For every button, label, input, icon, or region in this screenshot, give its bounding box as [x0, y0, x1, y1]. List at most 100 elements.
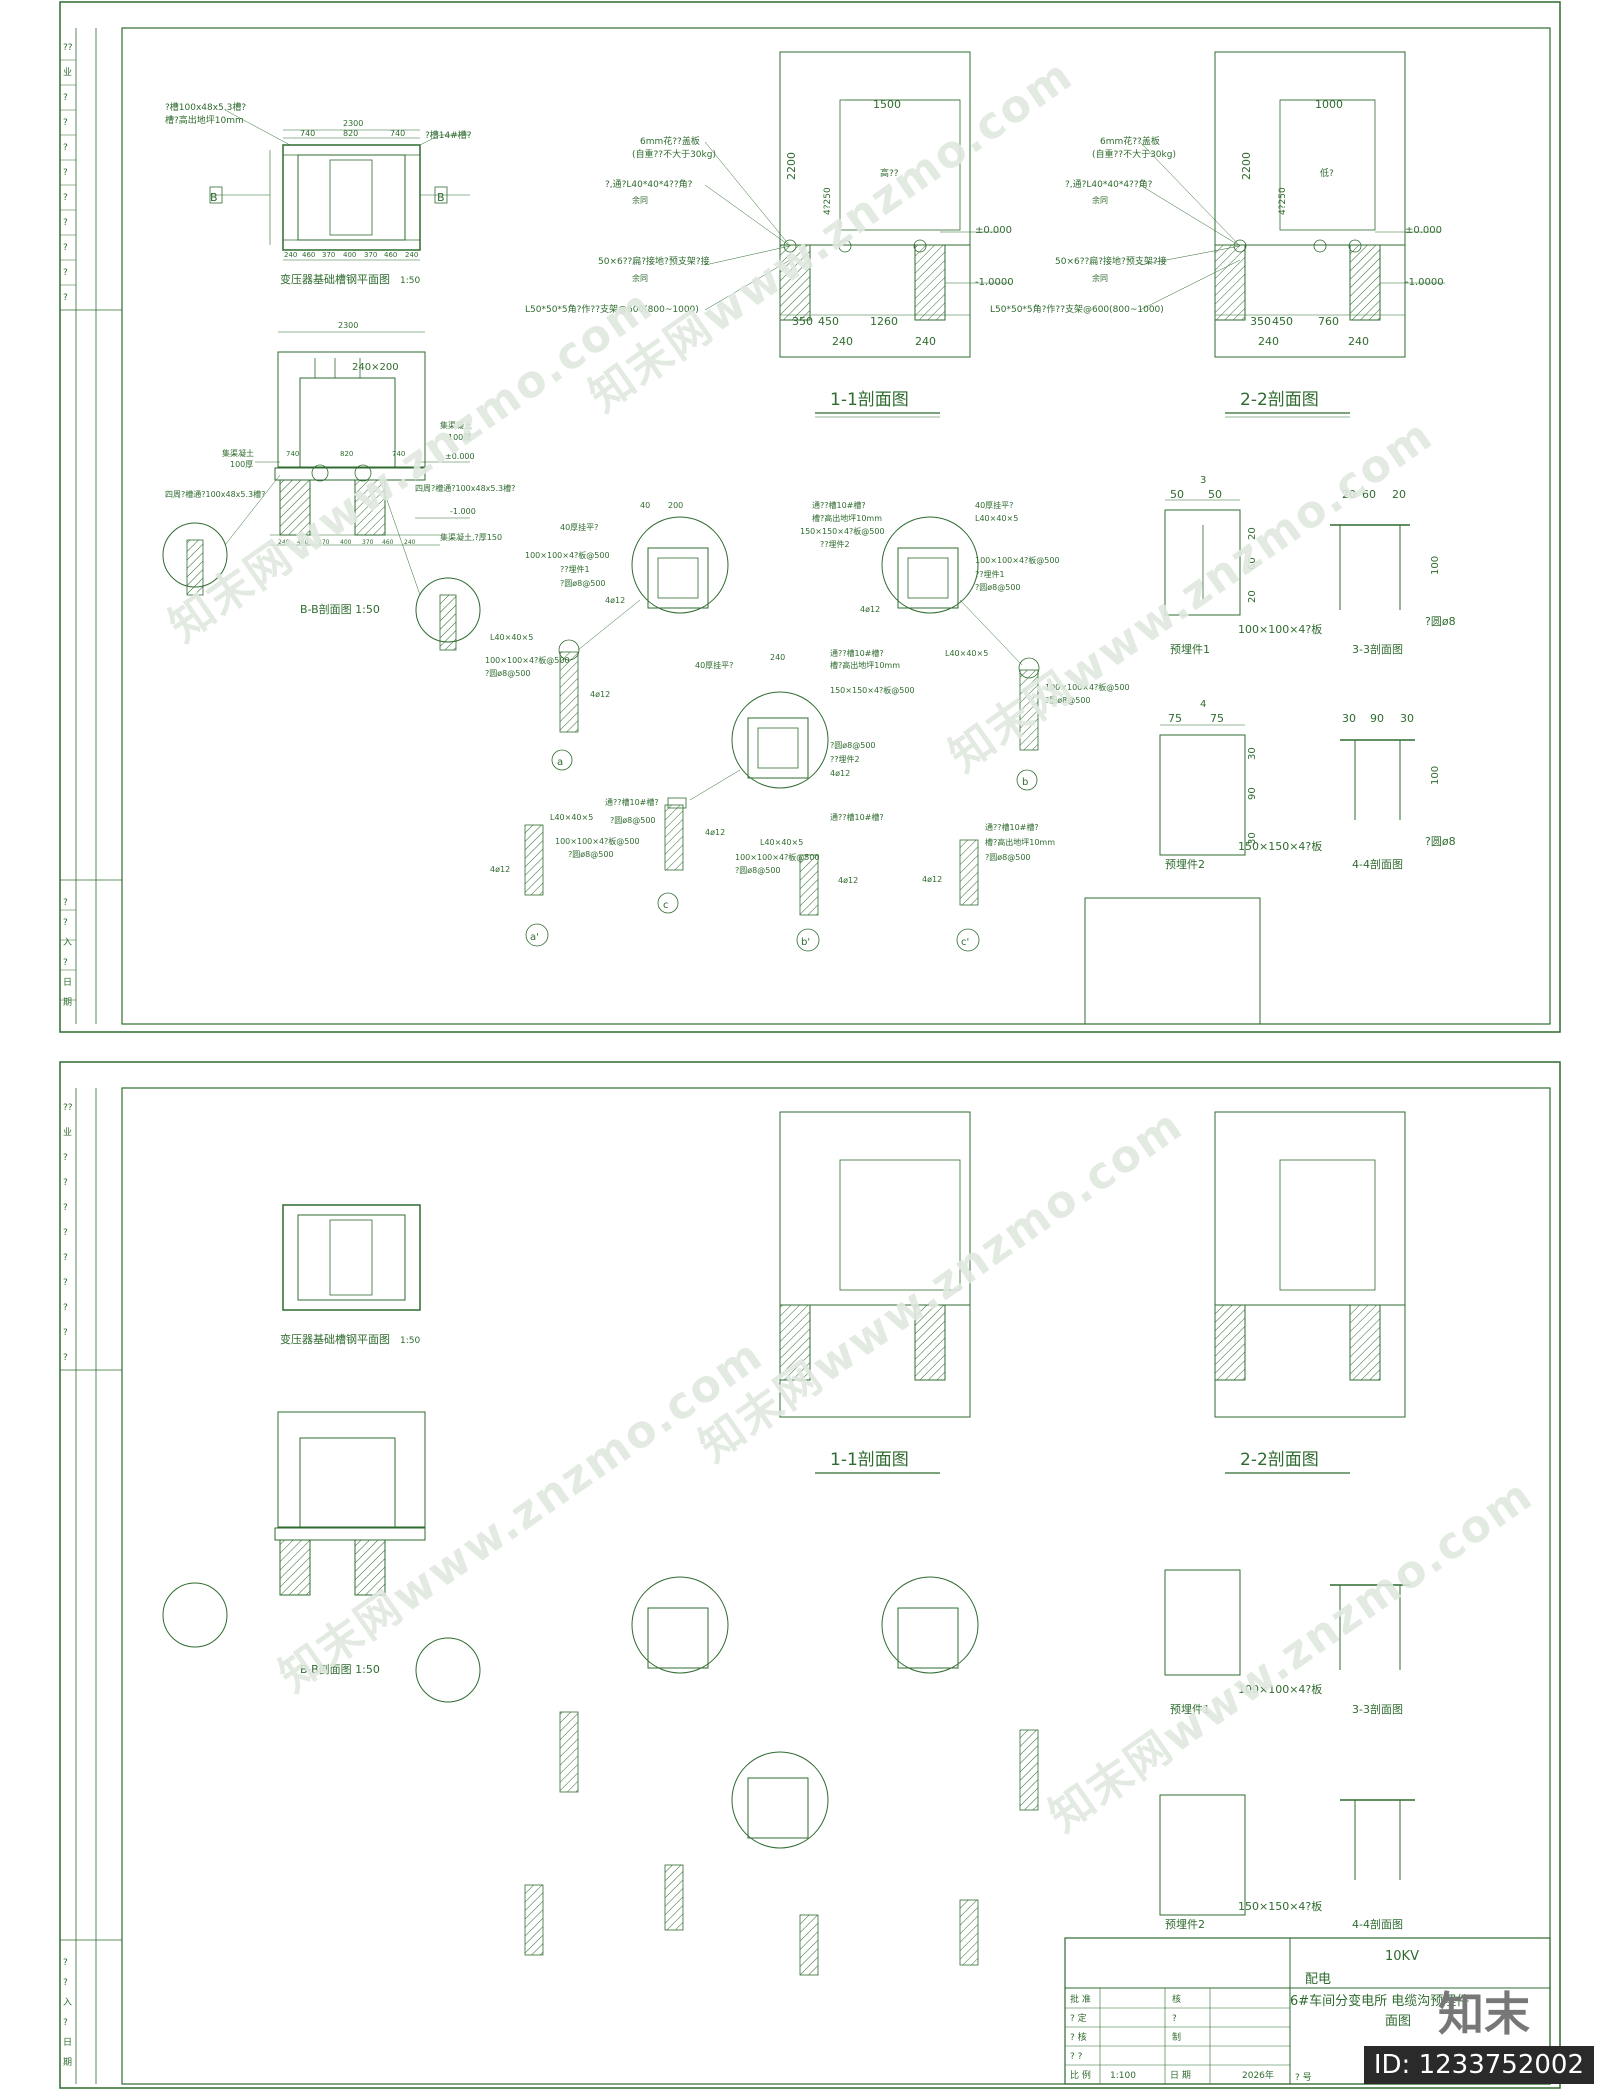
plan-dim-top-1: 740: [300, 129, 315, 138]
s33-dim-top2: 60: [1362, 488, 1376, 501]
drawing-sheet-upper: ?槽100x48x5.3槽? 槽?高出地坪10mm ?槽14#槽? 2300 7…: [59, 1, 1561, 1033]
bb-dim-b1: 240: [278, 539, 290, 546]
plan-title-lower: 变压器基础槽钢平面图: [280, 1332, 390, 1346]
detap-note-l40: L40×40×5: [550, 813, 593, 822]
det3-dim-240: 240: [770, 653, 785, 662]
bb-note-right3: 四周?槽通?100x48x5.3槽?: [415, 483, 515, 493]
tb-col2-row3: 制: [1172, 2031, 1181, 2043]
s44-label-lower: 4-4剖面图: [1352, 1917, 1403, 1931]
sec22-dim-top: 1000: [1315, 98, 1343, 111]
det2-note-plate1: 100×100×4?板@500: [975, 555, 1060, 565]
tb-row3: ? 核: [1070, 2031, 1087, 2043]
bb-title-lower: B-B剖面图 1:50: [300, 1662, 380, 1676]
detc-note-bar: ?圆ø8@500: [610, 816, 656, 825]
emb1-plate-lower: 100×100×4?板: [1238, 1682, 1322, 1696]
left-strip-char: ?: [63, 1328, 68, 1338]
sec22-dim-h: 2200: [1240, 152, 1253, 180]
left-strip-char: ?: [63, 1178, 68, 1188]
emb2-tag: 4: [1200, 699, 1206, 710]
plan-dim-b2: 460: [302, 251, 315, 259]
bb-dim-b6: 460: [382, 539, 394, 546]
sec22-note3: 50×6??扁?接地?预支架?接: [1055, 255, 1167, 267]
detcp-note-4012: 4ø12: [922, 875, 942, 884]
detap-label: a': [530, 932, 539, 943]
section-1-1: 1500 2200 4?250 高?? 350 450 1260 240 240…: [525, 51, 1014, 418]
emb1-tag: 3: [1200, 475, 1206, 486]
plan-scale: 1:50: [400, 276, 420, 286]
detbp-note-ch10: 通??槽10#槽?: [830, 812, 884, 822]
bb-section: 2300 240×200 740 820 740 240 460 370 400…: [162, 321, 515, 651]
deta-note-l40: L40×40×5: [490, 633, 533, 642]
sec11-dim-4250: 4?250: [823, 187, 833, 215]
sec11-lev-1: -1.0000: [975, 277, 1014, 288]
bb-dim-box: 240×200: [352, 362, 399, 373]
det3-note-bar: ?圆ø8@500: [830, 741, 876, 750]
plan-dim-b1: 240: [284, 251, 297, 259]
bb-dim-b7: 240: [404, 539, 416, 546]
sec22-dim-b1: 350: [1250, 315, 1271, 328]
left-strip-char: ?: [63, 293, 68, 303]
det3-note-ch10b: 槽?高出地坪10mm: [830, 660, 900, 670]
sec22-inside: 低?: [1320, 167, 1334, 179]
sec22-note4: L50*50*5角?作??支架@600(800~1000): [990, 303, 1164, 315]
left-strip-char: ?: [63, 918, 68, 928]
plan-dim-total: 2300: [343, 119, 363, 128]
bb-dim-total: 2300: [338, 321, 358, 330]
sec22-note1: 6mm花??盖板: [1100, 135, 1160, 147]
left-strip-char: ?: [63, 1203, 68, 1213]
detb-note-plate: 100×100×4?板@500: [1045, 682, 1130, 692]
det1-note-plate: 100×100×4?板@500: [525, 550, 610, 560]
emb1-label: 预埋件1: [1170, 643, 1210, 656]
det3-note-4012: 4ø12: [830, 769, 850, 778]
sec22-note3b: 余同: [1092, 273, 1108, 283]
bb-note-left2: 100厚: [230, 460, 253, 469]
emb2-plate-lower: 150×150×4?板: [1238, 1899, 1322, 1913]
left-strip-char: ?: [63, 218, 68, 228]
tb-col2-row1: 核: [1172, 1993, 1181, 2005]
emb2-dim-side1: 30: [1247, 747, 1258, 760]
s44-dim-top2: 90: [1370, 712, 1384, 725]
detail-b: L40×40×5 100×100×4?板@500 ?圆ø8@500 b: [945, 649, 1130, 791]
det1-note-emb: ??埋件1: [560, 564, 590, 574]
bb-note-left3: 四周?槽通?100x48x5.3槽?: [165, 489, 265, 499]
emb2-dim-top2: 75: [1210, 712, 1224, 725]
sec11-dim-b3: 1260: [870, 315, 898, 328]
left-strip-char: ?: [63, 1958, 68, 1968]
plan-title: 变压器基础槽钢平面图: [280, 272, 390, 286]
tb-row4: ? ?: [1070, 2052, 1083, 2062]
emb1-dim-top1: 50: [1170, 488, 1184, 501]
det1-note-4012: 4ø12: [605, 596, 625, 605]
emb2-label-lower: 预埋件2: [1165, 1918, 1205, 1931]
detcp-note-bar: ?圆ø8@500: [985, 853, 1031, 862]
deta-note-plate: 100×100×4?板@500: [485, 655, 570, 665]
emb1-dim-side2: 60: [1247, 557, 1258, 570]
emb2-label: 预埋件2: [1165, 858, 1205, 871]
bb-dim-mid-3: 740: [392, 450, 405, 458]
sec22-note2: ?,通?L40*40*4??角?: [1065, 178, 1153, 190]
left-strip-char: ??: [63, 43, 73, 53]
emb1-plate: 100×100×4?板: [1238, 622, 1322, 636]
plan-section-mark-left: B: [210, 191, 218, 204]
left-strip-char: 入: [63, 1997, 72, 2008]
sec22-title-lower: 2-2剖面图: [1240, 1450, 1319, 1470]
emb1-dim-side1: 20: [1247, 527, 1258, 540]
sec22-lev-1: -1.0000: [1405, 277, 1444, 288]
s44-dim-top1: 30: [1342, 712, 1356, 725]
tb-project-2: 配电: [1305, 1972, 1331, 1987]
tb-date-value: 2026年: [1242, 2069, 1274, 2081]
drawing-sheet-lower: 变压器基础槽钢平面图 1:50 B-B剖面图 1:50 1-1剖面图 2-2剖面…: [59, 1061, 1561, 2089]
left-strip-char: ?: [63, 268, 68, 278]
plan-note-channel2: 槽?高出地坪10mm: [165, 114, 244, 126]
sec11-title-lower: 1-1剖面图: [830, 1450, 909, 1470]
s33-label-lower: 3-3剖面图: [1352, 1702, 1403, 1716]
left-strip-char: ?: [63, 958, 68, 968]
sec11-note3: 50×6??扁?接地?预支架?接: [598, 255, 710, 267]
bb-dim-b5: 370: [362, 539, 374, 546]
bb-dim-b3: 370: [318, 539, 330, 546]
section-2-2: 1000 2200 4?250 低? 350 450 760 240 240 ±…: [990, 51, 1445, 418]
bb-dim-b4: 400: [340, 539, 352, 546]
detc-note-ch10: 通??槽10#槽?: [605, 797, 659, 807]
bb-note-right2: 100厚: [448, 433, 471, 442]
det1-dim-200: 200: [668, 501, 683, 510]
s33-bar: ?圆ø8: [1425, 615, 1456, 628]
